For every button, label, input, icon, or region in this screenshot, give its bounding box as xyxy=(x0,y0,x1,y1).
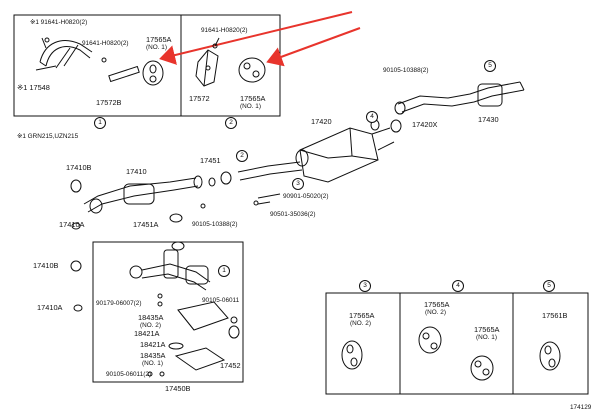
label-17565a-box4a: 17565A xyxy=(424,300,450,309)
hanger-bracket-17572 xyxy=(195,37,220,87)
gaskets-17410a-17410b xyxy=(70,222,83,312)
cushion-box5 xyxy=(539,341,561,371)
label-17410a-top: 17410A xyxy=(59,220,85,229)
front-pipe-17410 xyxy=(70,175,203,214)
label-91641-b: 91641-H0820(2) xyxy=(82,40,129,47)
label-90105-10388-mid: 90105-10388(2) xyxy=(192,221,238,228)
label-17430: 17430 xyxy=(478,115,499,124)
cushion-box4-no2 xyxy=(418,326,442,354)
mount-cushion-box1 xyxy=(142,60,164,86)
label-17450b: 17450B xyxy=(165,384,191,393)
annotation-arrows xyxy=(159,11,361,67)
label-90105-06011-2: 90105-06011(2) xyxy=(106,371,152,378)
label-note: ※1 GRN215,UZN215 xyxy=(17,133,79,140)
gasket-17451 xyxy=(208,171,232,187)
label-17565a-box3: 17565A xyxy=(349,311,375,320)
label-17565a-box1: 17565A xyxy=(146,35,172,44)
gasket-17451a xyxy=(169,203,206,223)
hanger-bracket-17548 xyxy=(35,37,107,71)
label-90901: 90901-05020(2) xyxy=(283,193,329,200)
converter-subassembly-box xyxy=(92,241,244,383)
label-17548: ※1 17548 xyxy=(17,83,50,92)
mount-cushion-box2 xyxy=(238,57,266,83)
label-17410: 17410 xyxy=(126,167,147,176)
label-17565a-box4b: 17565A xyxy=(474,325,500,334)
label-17565a-box3-no: (NO. 2) xyxy=(350,320,371,327)
label-17572: 17572 xyxy=(189,94,210,103)
callout-3-muffler: 3 xyxy=(292,178,304,190)
inset-box-3-4-5 xyxy=(325,292,589,395)
label-17410b-2: 17410B xyxy=(33,261,59,270)
label-17420: 17420 xyxy=(311,117,332,126)
label-17410b: 17410B xyxy=(66,163,92,172)
label-17561b: 17561B xyxy=(542,311,568,320)
cushion-box3 xyxy=(341,340,363,370)
callout-3: 3 xyxy=(359,280,371,292)
callout-1: 1 xyxy=(94,117,106,129)
muffler-17420 xyxy=(237,127,395,183)
bolts-90901 xyxy=(253,193,281,206)
callout-1-converter: 1 xyxy=(218,265,230,277)
label-90501: 90501-35036(2) xyxy=(270,211,316,218)
callout-2-muffler: 2 xyxy=(236,150,248,162)
label-18421a-1: 18421A xyxy=(134,329,160,338)
label-90179: 90179-06007(2) xyxy=(96,300,142,307)
label-90105-10388-top: 90105-10388(2) xyxy=(383,67,429,74)
callout-5-tailpipe: 5 xyxy=(484,60,496,72)
label-17565a-box2: 17565A xyxy=(240,94,266,103)
cushion-box4-no1 xyxy=(470,355,494,381)
label-91641-a: ※1 91641-H0820(2) xyxy=(30,19,88,26)
label-17452: 17452 xyxy=(220,361,241,370)
converter-assembly-17450b xyxy=(129,241,229,377)
label-17565a-box4b-no: (NO. 1) xyxy=(476,334,497,341)
callout-4-muffler: 4 xyxy=(366,111,378,123)
label-17410a-2: 17410A xyxy=(37,303,63,312)
callout-4: 4 xyxy=(452,280,464,292)
label-17565a-box2-no: (NO. 1) xyxy=(240,103,261,110)
callout-2: 2 xyxy=(225,117,237,129)
mount-17452 xyxy=(228,316,240,339)
tail-pipe-17430 xyxy=(394,81,525,115)
label-18435a-1-no: (NO. 2) xyxy=(140,322,161,329)
label-18421a-2: 18421A xyxy=(140,340,166,349)
label-17565a-box4a-no: (NO. 2) xyxy=(425,309,446,316)
hanger-rod-17572b xyxy=(108,65,140,83)
label-17572b: 17572B xyxy=(96,98,122,107)
label-91641-c: 91641-H0820(2) xyxy=(201,27,248,34)
label-17451a: 17451A xyxy=(133,220,159,229)
callout-5: 5 xyxy=(543,280,555,292)
label-17420x: 17420X xyxy=(412,120,438,129)
label-18435a-2-no: (NO. 1) xyxy=(142,360,163,367)
label-17565a-box1-no: (NO. 1) xyxy=(146,44,167,51)
label-18435a-1: 18435A xyxy=(138,313,164,322)
label-90105-06011: 90105-06011 xyxy=(202,297,240,304)
label-17451: 17451 xyxy=(200,156,221,165)
catalog-number: 174129 xyxy=(570,404,592,411)
label-18435a-2: 18435A xyxy=(140,351,166,360)
